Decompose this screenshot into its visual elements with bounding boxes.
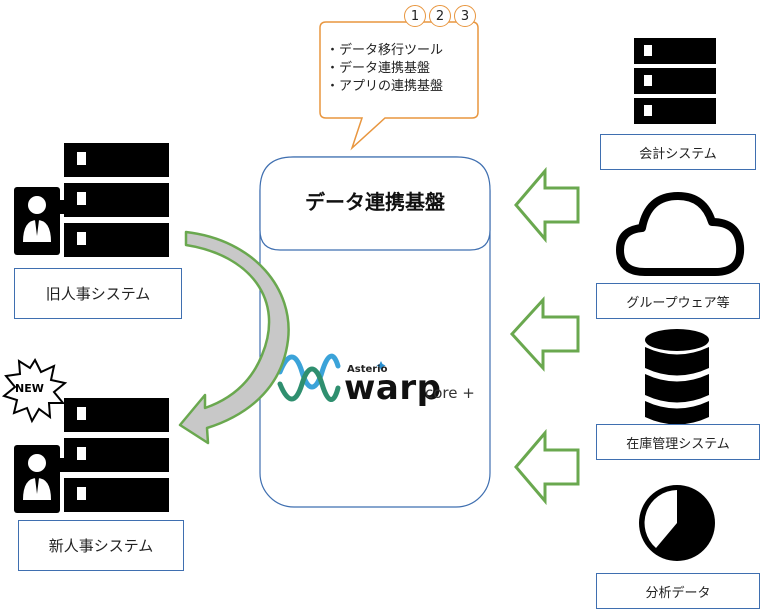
database-icon: [645, 329, 709, 425]
new-hr-system-label: 新人事システム: [18, 520, 184, 571]
callout-item-2: ・データ連携基盤: [326, 61, 431, 76]
callout-number-2: 2: [429, 5, 451, 27]
server-stack-icon-old: [64, 143, 169, 257]
analytics-data-label: 分析データ: [596, 573, 760, 609]
user-card-icon-old: [14, 187, 64, 255]
brand-core: core +: [425, 384, 475, 402]
migration-arrow: [178, 230, 290, 445]
arrow-from-inventory: [514, 428, 580, 506]
brand-warp: warp: [344, 368, 442, 408]
cloud-icon: [616, 192, 745, 276]
new-badge-label: NEW: [15, 382, 44, 395]
server-stack-icon-accounting: [634, 38, 716, 124]
asterio-star-icon: [376, 361, 386, 370]
accounting-system-label: 会計システム: [600, 134, 756, 170]
platform-header-divider: [259, 156, 491, 251]
platform-title: データ連携基盤: [305, 189, 445, 214]
callout-number-1: 1: [404, 5, 426, 27]
user-card-icon-new: [14, 445, 64, 513]
callout-bubble: [319, 21, 479, 151]
callout-item-3: ・アプリの連携基盤: [326, 79, 444, 94]
arrow-from-accounting: [514, 166, 580, 244]
server-stack-icon-new: [64, 398, 169, 512]
old-hr-system-label: 旧人事システム: [14, 268, 182, 319]
green-arrows: [509, 166, 580, 506]
callout-item-1: ・データ移行ツール: [326, 43, 444, 58]
arrow-from-groupware: [509, 296, 580, 372]
callout-number-3: 3: [454, 5, 476, 27]
warp-logo-icon: [277, 353, 341, 402]
new-badge-icon: [1, 357, 68, 424]
brand-asterio: Asterio: [347, 364, 388, 375]
groupware-label: グループウェア等: [596, 283, 760, 319]
pie-chart-icon: [639, 485, 715, 561]
inventory-system-label: 在庫管理システム: [596, 424, 760, 460]
